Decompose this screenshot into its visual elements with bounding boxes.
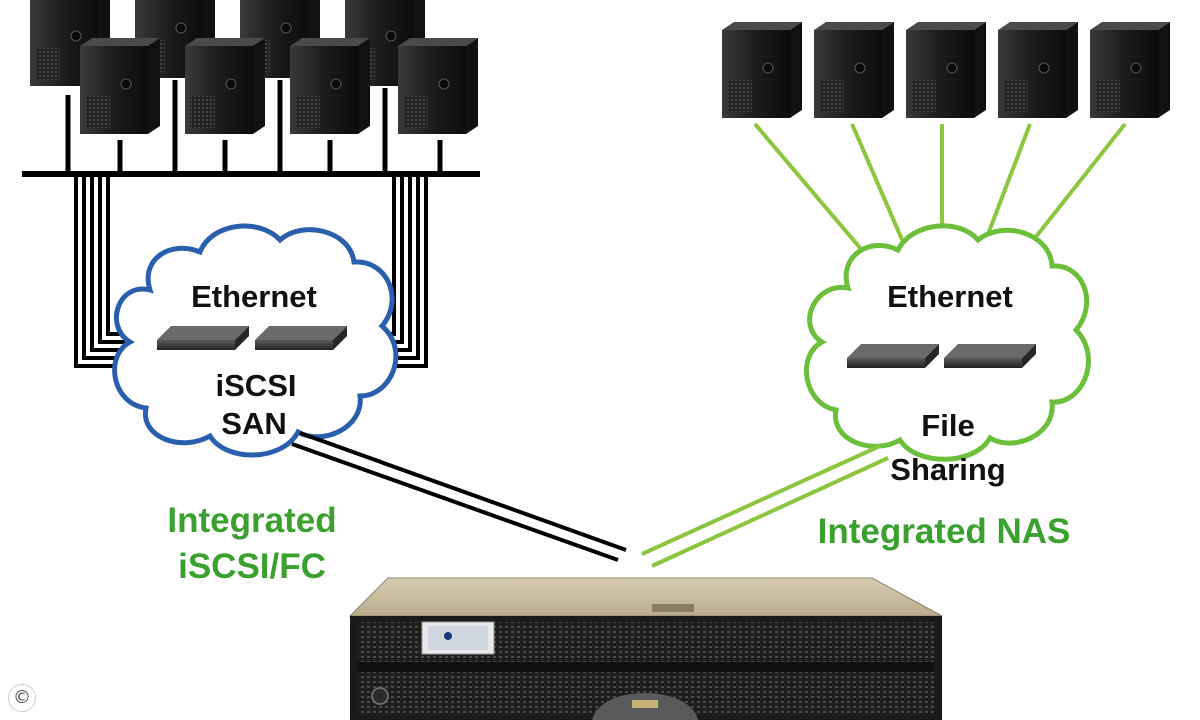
integrated-san-label-line1: Integrated <box>167 501 336 540</box>
nas-cloud-line1: File <box>921 408 974 443</box>
integrated-nas-label: Integrated NAS <box>818 512 1071 551</box>
tower-server-icon <box>905 21 987 119</box>
tower-server-icon <box>79 37 161 135</box>
network-switch-icon <box>157 326 249 350</box>
nas-storage-link <box>641 444 889 568</box>
copyright-badge: © <box>8 684 36 712</box>
san-server-group <box>22 0 480 177</box>
tower-server-icon <box>397 37 479 135</box>
nas-cloud-line2: Sharing <box>890 452 1005 487</box>
tower-server-icon <box>997 21 1079 119</box>
nas-server-group <box>721 21 1171 119</box>
tower-server-icon <box>721 21 803 119</box>
nas-cloud-title: Ethernet <box>887 279 1013 314</box>
network-switch-icon <box>944 344 1036 368</box>
tower-server-icon <box>1089 21 1171 119</box>
san-cloud-line1: iSCSI <box>216 368 297 403</box>
nas-ethernet-cloud <box>804 223 1091 462</box>
tower-server-icon <box>813 21 895 119</box>
san-cloud-title: Ethernet <box>191 279 317 314</box>
tower-server-icon <box>184 37 266 135</box>
tower-server-icon <box>289 37 371 135</box>
rack-storage-appliance-icon <box>348 577 943 720</box>
san-cloud-line2: SAN <box>221 406 286 441</box>
integrated-san-label-line2: iSCSI/FC <box>178 547 326 586</box>
network-switch-icon <box>847 344 939 368</box>
san-storage-link <box>291 431 627 562</box>
network-switch-icon <box>255 326 347 350</box>
